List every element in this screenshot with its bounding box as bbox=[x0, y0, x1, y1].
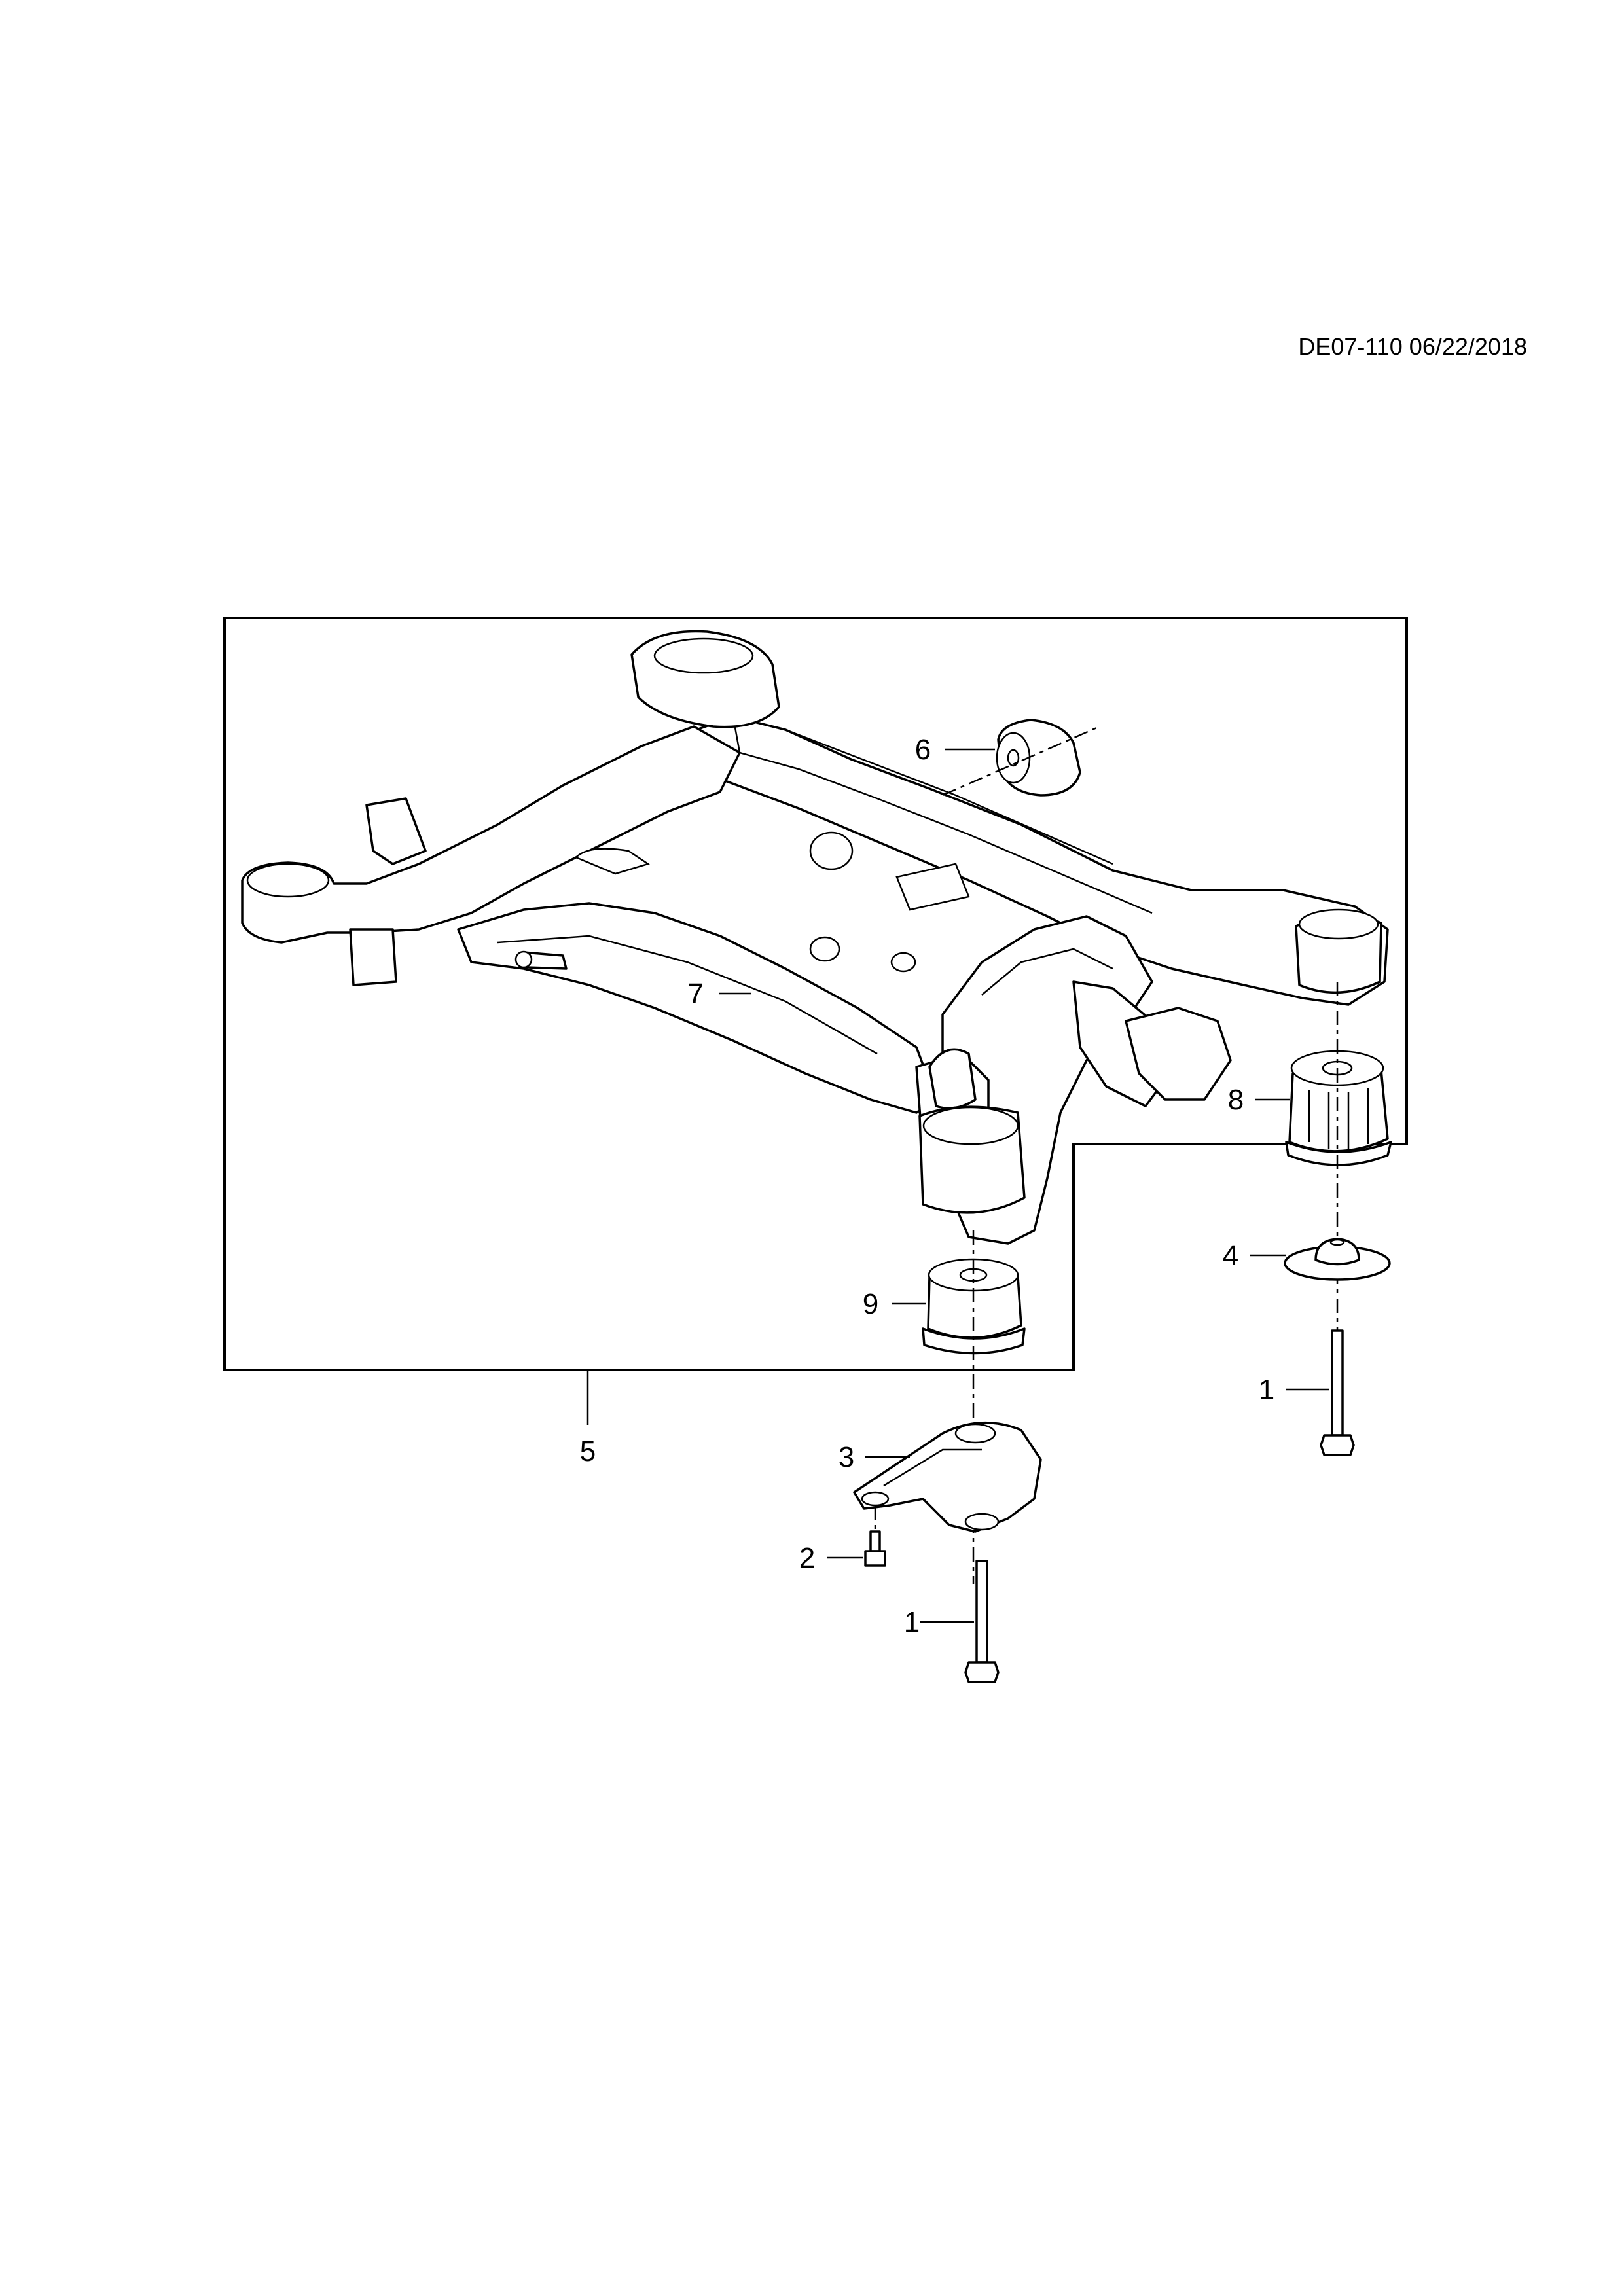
callout-2: 2 bbox=[799, 1542, 815, 1574]
callout-6: 6 bbox=[915, 734, 931, 766]
callout-5: 5 bbox=[580, 1435, 596, 1467]
bolt-icon bbox=[1320, 1329, 1355, 1456]
washer-icon bbox=[1284, 1238, 1391, 1281]
diagram-reference: DE07-110 06/22/2018 bbox=[1298, 333, 1527, 360]
callout-9: 9 bbox=[863, 1288, 878, 1320]
callout-4: 4 bbox=[1223, 1240, 1238, 1272]
front-bushing-icon bbox=[996, 719, 1081, 797]
callout-7: 7 bbox=[688, 978, 704, 1010]
bracket-icon bbox=[853, 1421, 1042, 1533]
bolt-icon bbox=[964, 1560, 1000, 1683]
callout-1-right: 1 bbox=[1259, 1374, 1274, 1406]
callout-1-lower: 1 bbox=[904, 1606, 920, 1638]
rear-mount-bushing-icon bbox=[1285, 1050, 1392, 1166]
callout-3: 3 bbox=[839, 1441, 854, 1473]
subframe-icon bbox=[241, 630, 1389, 1245]
small-bolt-icon bbox=[864, 1530, 886, 1567]
assembly-boundary-box bbox=[223, 617, 1408, 1371]
callout-8: 8 bbox=[1228, 1084, 1244, 1116]
